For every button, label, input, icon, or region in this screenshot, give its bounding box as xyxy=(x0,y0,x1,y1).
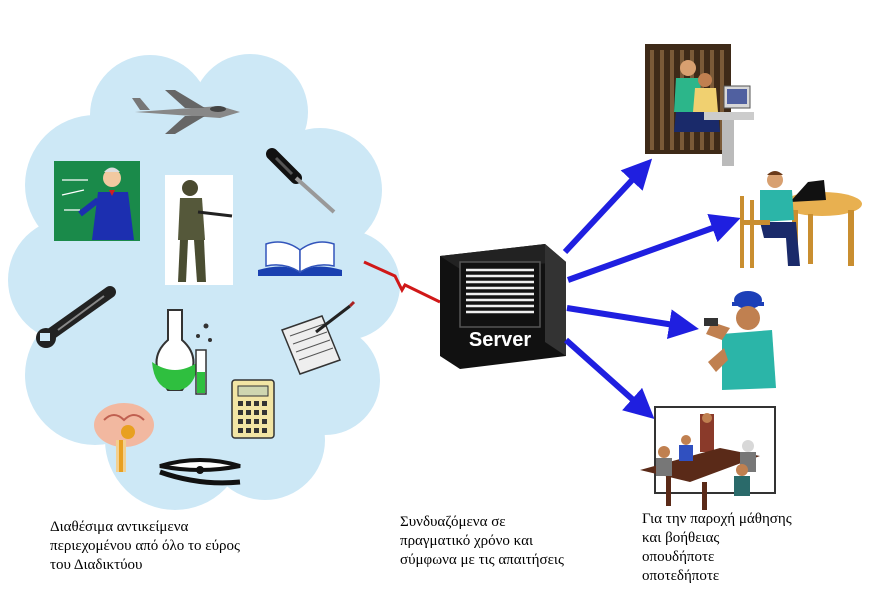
caption-line: πραγματικό χρόνο και xyxy=(400,533,533,549)
calculator-icon xyxy=(231,379,275,439)
arrow-to-field-worker xyxy=(566,305,699,340)
field-worker-icon xyxy=(704,291,776,390)
flask-icon xyxy=(152,309,212,395)
caption-line: και βοήθειας xyxy=(642,530,720,546)
caption-line: Διαθέσιμα αντικείμενα xyxy=(50,519,189,535)
caption-line: του Διαδικτύου xyxy=(50,557,143,573)
caption-line: σύμφωνα με τις απαιτήσεις xyxy=(400,552,564,568)
caption-content-sources: Διαθέσιμα αντικείμενα περιεχομένου από ό… xyxy=(50,518,240,575)
distribution-arrows xyxy=(562,158,741,419)
caption-line: οποτεδήποτε xyxy=(642,568,720,584)
caption-line: περιεχομένου από όλο το εύρος xyxy=(50,538,240,554)
caption-line: οπουδήποτε xyxy=(642,549,715,565)
fighter-jet-icon xyxy=(132,90,240,134)
student-laptop-icon xyxy=(740,171,862,268)
arrow-to-student xyxy=(566,213,741,283)
arrow-to-meeting xyxy=(564,337,655,419)
caption-line: Για την παροχή μάθησης xyxy=(642,511,792,527)
meeting-icon xyxy=(640,406,776,510)
teacher-icon xyxy=(54,161,140,241)
wrench-icon xyxy=(36,286,116,348)
brain-icon xyxy=(94,403,154,472)
screwdriver-icon xyxy=(266,148,336,214)
office-worker-icon xyxy=(645,44,754,166)
caption-line: Συνδυαζόμενα σε xyxy=(400,514,506,530)
paper-pen-icon xyxy=(281,300,356,375)
server-label: Server xyxy=(469,329,531,351)
caption-real-time-combination: Συνδυαζόμενα σε πραγματικό χρόνο και σύμ… xyxy=(400,513,564,570)
lightning-bolt xyxy=(363,260,441,304)
arrow-to-office-worker xyxy=(562,158,653,255)
soldier-icon xyxy=(165,175,233,285)
book-icon xyxy=(258,241,342,276)
server-box: Server xyxy=(440,244,566,369)
pliers-icon xyxy=(159,458,241,486)
caption-learning-delivery: Για την παροχή μάθησης και βοήθειας οπου… xyxy=(642,510,792,586)
